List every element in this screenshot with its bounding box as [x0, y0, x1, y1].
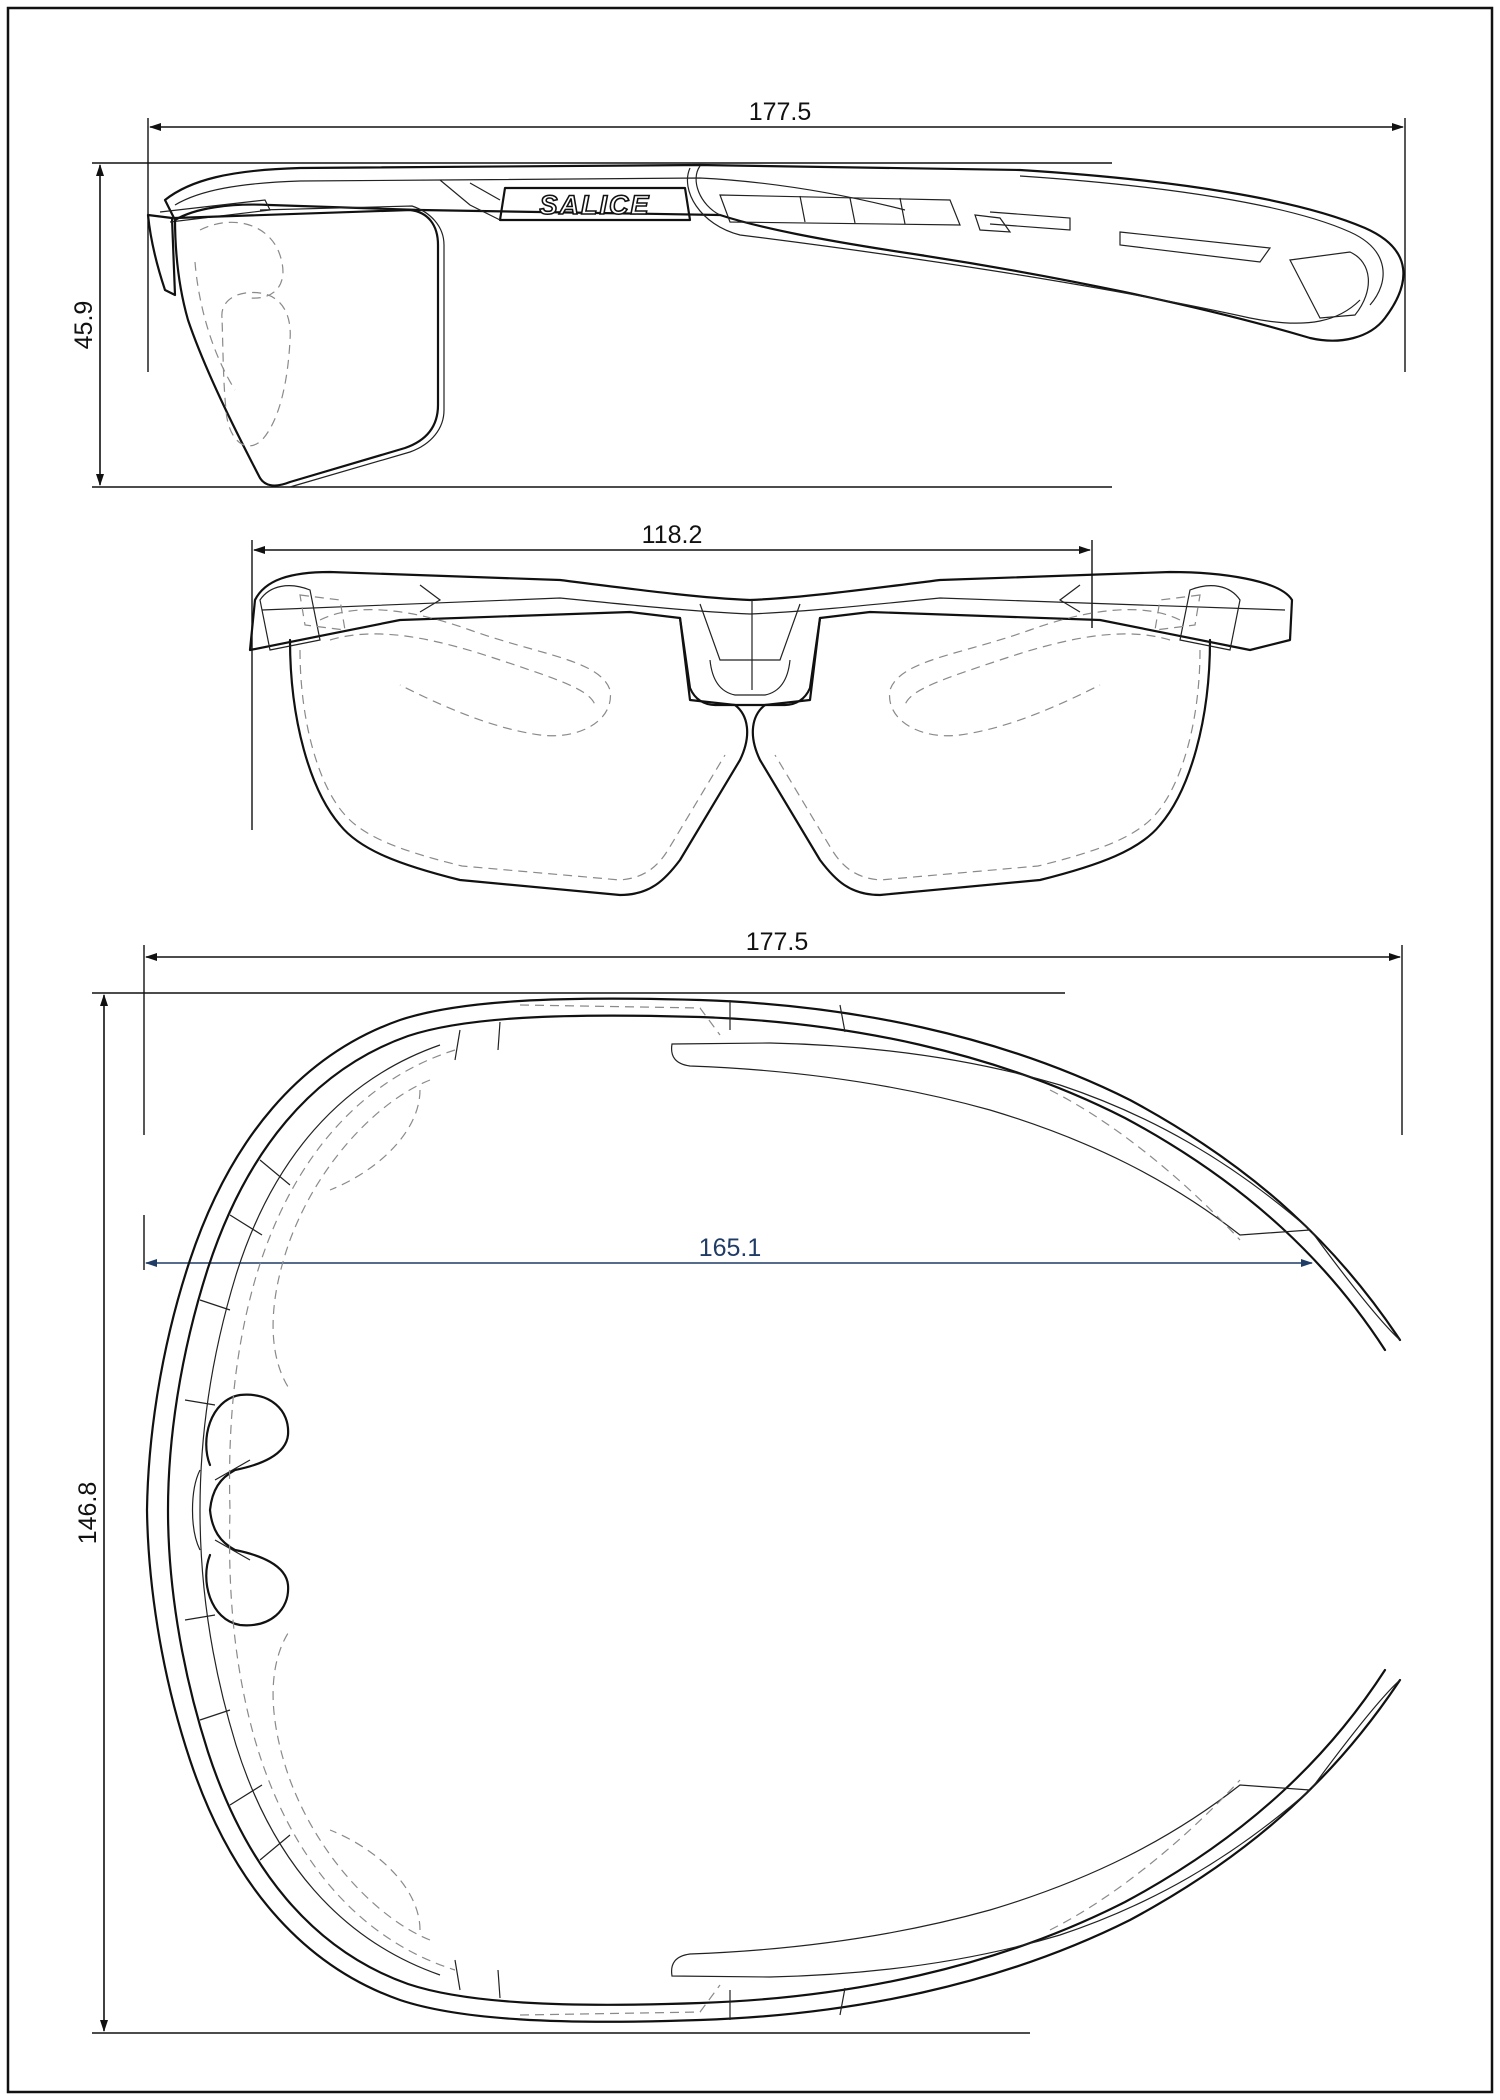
front-view: 118.2: [248, 521, 1294, 897]
side-height-dimension-label: 45.9: [70, 301, 98, 350]
sheet-border: [6, 6, 1494, 2094]
side-view: 177.5 45.9 SALICE: [70, 98, 1406, 488]
side-length-dimension-label: 177.5: [749, 98, 812, 126]
top-depth-dimension-label: 146.8: [74, 1482, 102, 1545]
top-view: 177.5 165.1 146.8: [74, 928, 1403, 2034]
temple-span-dimension-label: 165.1: [699, 1234, 762, 1262]
brand-logo: SALICE: [539, 190, 650, 220]
top-length-dimension-label: 177.5: [746, 928, 809, 956]
front-width-dimension-label: 118.2: [642, 521, 703, 549]
